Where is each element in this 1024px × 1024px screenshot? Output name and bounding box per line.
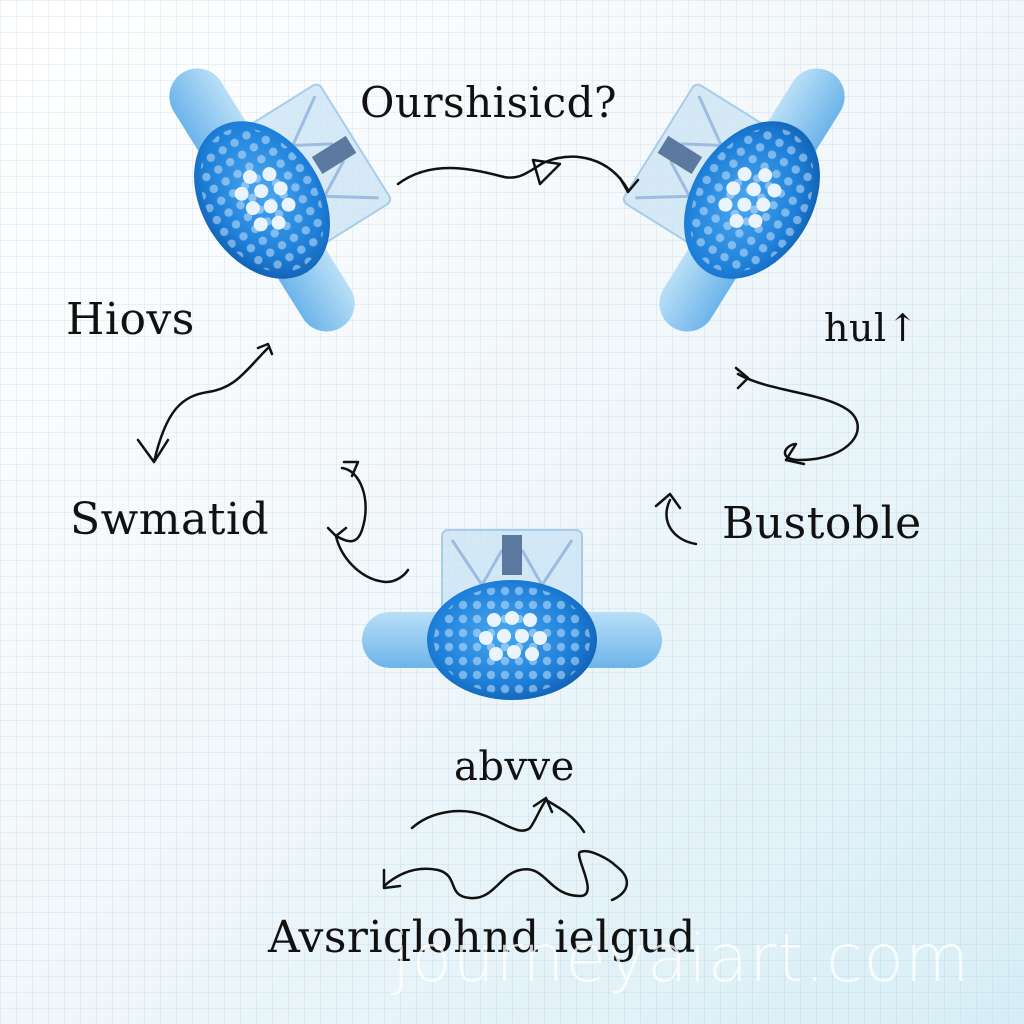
arrow-top-head	[531, 158, 562, 186]
arrow-right-head	[734, 366, 750, 390]
arrow-above-head	[532, 796, 554, 814]
arrow-right-tip	[784, 442, 806, 466]
arrow-middle-head	[326, 526, 348, 538]
label-hiovs: Hiovs	[66, 294, 195, 345]
label-bustoble: Bustoble	[722, 498, 922, 549]
label-abvve: abvve	[454, 744, 575, 790]
arrow-right	[736, 372, 859, 462]
arrow-bustoble	[665, 498, 698, 546]
arrow-top-tip	[618, 176, 640, 194]
cell-bottom-center	[360, 528, 664, 702]
arrow-left	[152, 346, 270, 464]
label-hul: hul↑	[824, 306, 919, 350]
arrow-above	[410, 798, 586, 834]
watermark: journeyaiart.com	[392, 920, 971, 997]
arrow-middle	[334, 466, 410, 584]
diagram-title: Ourshisicd?	[360, 78, 618, 127]
arrow-top	[396, 155, 630, 192]
arrow-bottom	[382, 849, 628, 902]
arrow-left-head	[136, 438, 170, 464]
label-bottom: Avsriqlohnd ielgud	[268, 912, 696, 963]
arrow-bustoble-head	[654, 492, 682, 510]
arrow-bottom-head	[382, 868, 402, 890]
arrow-left-tip	[256, 342, 274, 356]
arrow-middle-tip	[342, 460, 360, 478]
label-swmatid: Swmatid	[70, 494, 270, 545]
